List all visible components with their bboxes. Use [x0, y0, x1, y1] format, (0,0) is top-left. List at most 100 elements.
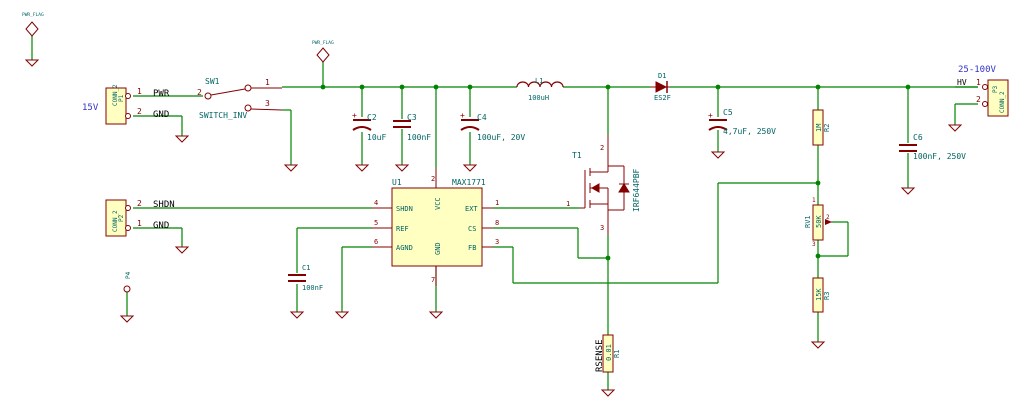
t1-pin2: 2: [600, 144, 604, 152]
r1-value: 0.01: [605, 344, 613, 361]
d1-value: ES2F: [654, 94, 671, 102]
connector-p3: P3 CONN_2 1 2 HV 25-100V: [957, 65, 1009, 117]
c4-ref: C4: [477, 113, 487, 122]
u1-pin-shdn-num: 4: [374, 199, 378, 207]
potentiometer-rv1: 50K RV1 1 2 3: [804, 197, 832, 248]
mosfet-t1: T1 1 2 3 IRF644PBF: [566, 135, 641, 235]
l1-ref: L1: [535, 77, 543, 85]
rv1-pin3: 3: [812, 241, 816, 248]
net-pwr-label: PWR: [153, 89, 170, 99]
resistor-r3: 15K R3: [812, 277, 831, 313]
p4-ref: P4: [125, 271, 132, 279]
sw1-pin3: 3: [265, 99, 270, 108]
switch-sw1: SW1 2 1 3 SWITCH_INV: [197, 77, 283, 120]
rv1-pin2: 2: [826, 214, 830, 221]
u1-pin-agnd-name: AGND: [396, 244, 413, 252]
rv1-pin1: 1: [812, 197, 816, 204]
pwr-flag-mid: PWR_FLAG: [312, 40, 334, 63]
capacitor-c5: + C5 4,7uF, 250V: [708, 108, 776, 136]
p2-pin1: 1: [137, 219, 142, 228]
connector-p2: CONN_2 P2 2 1 SHDN GND: [105, 199, 175, 237]
r3-ref: R3: [823, 292, 831, 300]
net-hv-label: HV: [957, 78, 967, 87]
ground-symbols: [24, 59, 963, 397]
pwr-flag-top-label: PWR_FLAG: [22, 12, 44, 18]
capacitor-c2: + C2 10uF: [352, 111, 386, 142]
u1-pin-agnd-num: 6: [374, 238, 378, 246]
sw1-value: SWITCH_INV: [199, 111, 247, 120]
c2-ref: C2: [367, 113, 377, 122]
sw1-pin2: 2: [197, 88, 202, 97]
t1-pin1: 1: [566, 200, 570, 208]
capacitor-c6: C6 100nF, 250V: [899, 133, 966, 161]
u1-pin-vcc-num: 2: [431, 175, 435, 183]
net-rsense-label: RSENSE: [595, 339, 605, 372]
pwr-flag-mid-label: PWR_FLAG: [312, 40, 334, 46]
p1-pin2: 2: [137, 107, 142, 116]
u1-pin-gnd-name: GND: [434, 242, 442, 255]
pwr-flag-top: PWR_FLAG: [22, 12, 44, 37]
connector-p1: CONN_2 P1 1 2 PWR GND 15V: [82, 84, 170, 125]
c6-ref: C6: [913, 133, 923, 142]
r3-value: 15K: [815, 288, 823, 301]
r2-value: 1M: [815, 124, 823, 132]
capacitor-c4: + C4 100uF, 20V: [460, 111, 525, 142]
p3-voltage-label: 25-100V: [958, 65, 997, 75]
ic-u1: U1 MAX1771 4 5 6 1 8 3 2 7 SHDN REF AGND…: [372, 168, 499, 286]
u1-ref: U1: [392, 178, 402, 187]
junctions: [320, 84, 911, 261]
resistor-r2: 1M R2: [812, 109, 831, 146]
u1-pin-fb-name: FB: [468, 244, 476, 252]
t1-pin3: 3: [600, 224, 604, 232]
c1-value: 100nF: [302, 284, 323, 292]
l1-value: 100uH: [528, 94, 549, 102]
p1-pin1: 1: [137, 87, 142, 96]
r1-ref: R1: [613, 350, 621, 358]
u1-pin-shdn-name: SHDN: [396, 205, 413, 213]
u1-pin-ref-name: REF: [396, 225, 409, 233]
p2-value: CONN_2: [112, 210, 119, 232]
c1-ref: C1: [302, 264, 310, 272]
inductor-l1: L1 100uH: [516, 77, 564, 102]
net-gnd-label-p2: GND: [153, 221, 169, 231]
c3-value: 100nF: [407, 133, 431, 142]
c5-value: 4,7uF, 250V: [723, 127, 776, 136]
c6-value: 100nF, 250V: [913, 152, 966, 161]
testpoint-p4: P4: [123, 271, 132, 293]
capacitor-c1: C1 100nF: [288, 264, 323, 292]
p1-ref: P1: [118, 94, 125, 102]
u1-pin-ext-name: EXT: [465, 205, 478, 213]
u1-pin-vcc-name: VCC: [434, 197, 442, 210]
diode-d1: D1 ES2F: [650, 72, 671, 102]
p3-pin2: 2: [976, 95, 981, 104]
capacitor-c3: C3 100nF: [393, 113, 431, 142]
p2-pin2: 2: [137, 199, 142, 208]
u1-pin-fb-num: 3: [495, 238, 499, 246]
wires: [31, 36, 978, 390]
u1-pin-ext-num: 1: [495, 199, 499, 207]
sw1-pin1: 1: [265, 78, 270, 87]
net-gnd-label-p1: GND: [153, 110, 169, 120]
rv1-ref: RV1: [804, 215, 812, 228]
c2-value: 10uF: [367, 133, 386, 142]
u1-pin-cs-name: CS: [468, 225, 476, 233]
c2-polarity-plus: +: [352, 111, 357, 120]
resistor-r1: 0.01 R1 RSENSE: [595, 334, 621, 373]
d1-ref: D1: [658, 72, 666, 80]
p3-ref: P3: [992, 85, 999, 93]
t1-ref: T1: [572, 151, 582, 160]
c5-ref: C5: [723, 108, 733, 117]
u1-value: MAX1771: [452, 178, 486, 187]
c4-value: 100uF, 20V: [477, 133, 525, 142]
rv1-value: 50K: [815, 215, 823, 228]
u1-pin-gnd-num: 7: [431, 276, 435, 284]
c5-polarity-plus: +: [708, 111, 713, 120]
t1-value: IRF644PBF: [632, 168, 641, 212]
sw1-ref: SW1: [205, 77, 220, 86]
c3-ref: C3: [407, 113, 417, 122]
p1-voltage-label: 15V: [82, 103, 99, 113]
r2-ref: R2: [823, 124, 831, 132]
net-shdn-label: SHDN: [153, 200, 175, 210]
u1-pin-ref-num: 5: [374, 219, 378, 227]
